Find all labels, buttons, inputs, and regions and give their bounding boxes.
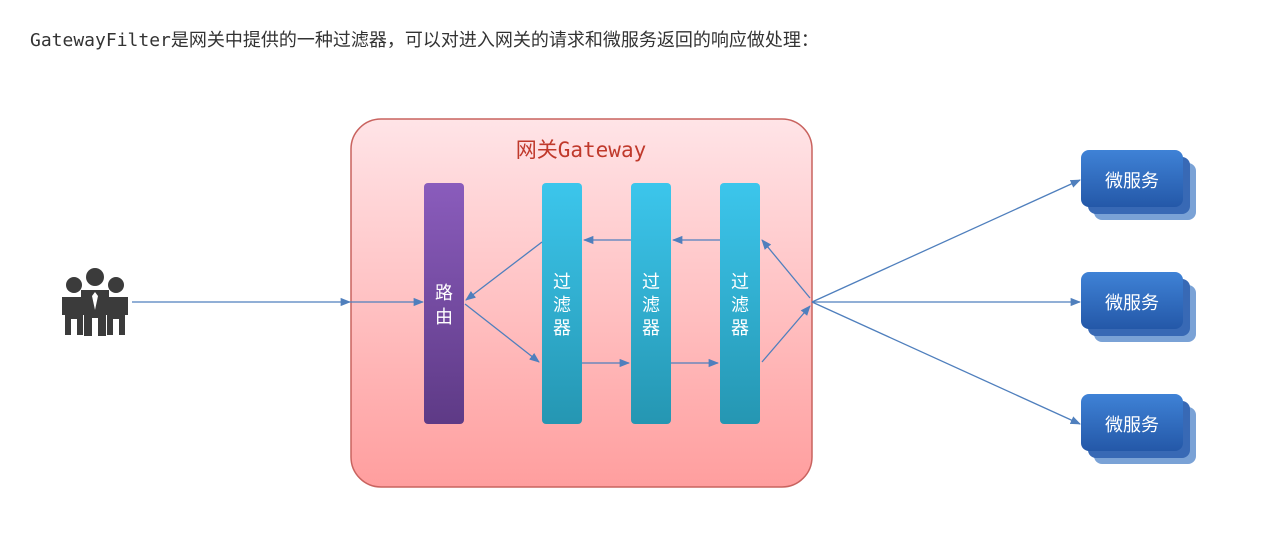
filter-block-2: 过 滤 器 bbox=[631, 183, 671, 424]
microservice-2: 微服务 bbox=[1081, 272, 1196, 342]
svg-text:器: 器 bbox=[731, 318, 749, 339]
svg-text:滤: 滤 bbox=[553, 295, 571, 316]
microservice-3: 微服务 bbox=[1081, 394, 1196, 464]
router-label-1: 路 bbox=[435, 283, 453, 304]
svg-text:器: 器 bbox=[553, 318, 571, 339]
microservice-2-label: 微服务 bbox=[1105, 293, 1159, 314]
users-group-icon bbox=[62, 268, 128, 336]
svg-text:滤: 滤 bbox=[642, 295, 660, 316]
page-caption: GatewayFilter是网关中提供的一种过滤器，可以对进入网关的请求和微服务… bbox=[30, 30, 819, 51]
svg-text:过: 过 bbox=[731, 272, 749, 293]
microservice-1-label: 微服务 bbox=[1105, 171, 1159, 192]
flow-arrows bbox=[132, 179, 1082, 425]
microservice-3-label: 微服务 bbox=[1105, 415, 1159, 436]
gateway-title: 网关Gateway bbox=[516, 138, 647, 162]
svg-text:过: 过 bbox=[553, 272, 571, 293]
svg-text:滤: 滤 bbox=[731, 295, 749, 316]
filter-block-1: 过 滤 器 bbox=[542, 183, 582, 424]
microservice-1: 微服务 bbox=[1081, 150, 1196, 220]
svg-text:过: 过 bbox=[642, 272, 660, 293]
router-label-2: 由 bbox=[435, 307, 453, 328]
svg-text:器: 器 bbox=[642, 318, 660, 339]
filter-block-3: 过 滤 器 bbox=[720, 183, 760, 424]
router-block bbox=[424, 183, 464, 424]
